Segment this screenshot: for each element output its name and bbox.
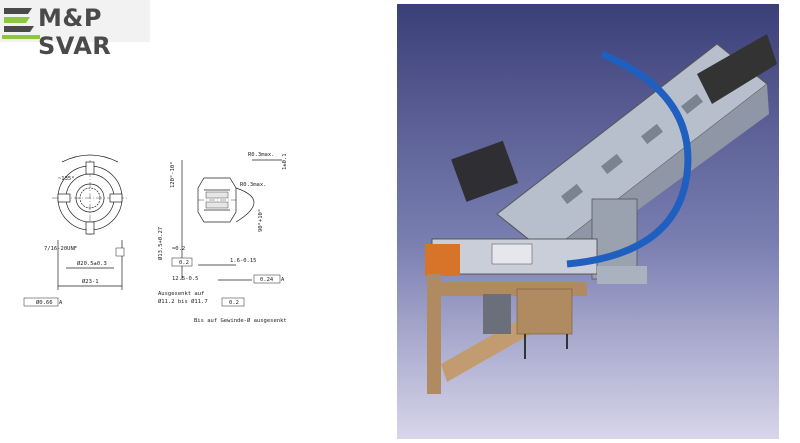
angle-left-label: ~135° [58,176,75,182]
company-logo: M&P SVAR [0,0,150,60]
radius-top-label: R0.3max. [248,152,275,158]
tolerance-1-label: 1±0.1 [282,153,288,170]
flatness-label: 0.2 [179,260,189,266]
machine-render [397,4,779,439]
length-125-label: 12.5-0.5 [172,276,199,282]
technical-drawing: ~135° 7/16-20UNF Ø20.5±0.3 Ø23-1 Ø0.66 A… [23,152,288,324]
concentricity-label: Ø0.66 [36,299,53,306]
datum-a-label: A [59,300,63,306]
radius-mid-label: R0.3max. [240,182,267,188]
angle-90-label: 90°+10° [258,209,264,232]
datum-a2-label: A [281,277,285,283]
outer-diameter-label: Ø23-1 [82,278,99,285]
logo-text: M&P SVAR [38,4,112,60]
perpendicularity-label: 0.24 [260,277,274,283]
approx-label: ≈0.2 [172,246,185,252]
note-line1: Ausgesenkt auf [158,291,204,297]
note-bottom: Bis auf Gewinde-Ø ausgesenkt [194,317,287,324]
angle-120-label: 120°-10° [170,162,176,189]
length-16-label: 1.6-0.15 [230,258,257,264]
thread-label: 7/16-20UNF [44,246,77,252]
parallelism-label: 0.2 [229,300,239,306]
diameter-13-label: Ø13.5+0.27 [157,227,164,260]
welding-machine-illustration [425,34,777,394]
logo-mark-icon [2,8,40,39]
inner-diameter-label: Ø20.5±0.3 [77,260,107,267]
note-line2: Ø11.2 bis Ø11.7 [158,298,208,305]
